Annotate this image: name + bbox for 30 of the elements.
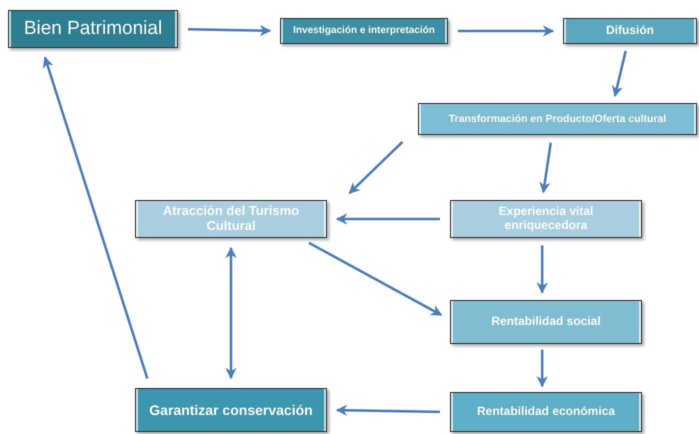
box-label: Garantizar conservación [149, 402, 313, 418]
arrow [536, 350, 548, 388]
box-label: Experiencia vital enriquecedora [498, 205, 594, 233]
arrow [188, 24, 272, 36]
process-box [450, 392, 642, 432]
box-label: Transformación en Producto/Oferta cultural [448, 112, 666, 126]
process-box [280, 18, 448, 44]
box-label: Rentabilidad social [491, 315, 601, 329]
process-box [418, 103, 697, 135]
process-box [8, 10, 178, 48]
arrow [458, 25, 554, 37]
arrow [225, 246, 237, 380]
arrow [42, 56, 149, 379]
box-label: Atracción del Turismo Cultural [162, 204, 300, 234]
arrow [612, 50, 627, 98]
box-label: Rentabilidad económica [476, 405, 616, 419]
arrow [308, 242, 442, 316]
process-box [135, 388, 327, 432]
arrow [336, 404, 440, 416]
arrow [539, 142, 552, 194]
arrow [536, 245, 548, 294]
arrow [336, 213, 440, 225]
arrow [348, 141, 404, 194]
box-label: Bien Patrimonial [24, 18, 162, 40]
process-box [563, 18, 697, 44]
box-label: Investigación e interpretación [293, 25, 435, 37]
process-box [450, 300, 642, 344]
process-box [450, 200, 642, 238]
box-label: Difusión [606, 24, 654, 38]
process-box [135, 200, 327, 238]
